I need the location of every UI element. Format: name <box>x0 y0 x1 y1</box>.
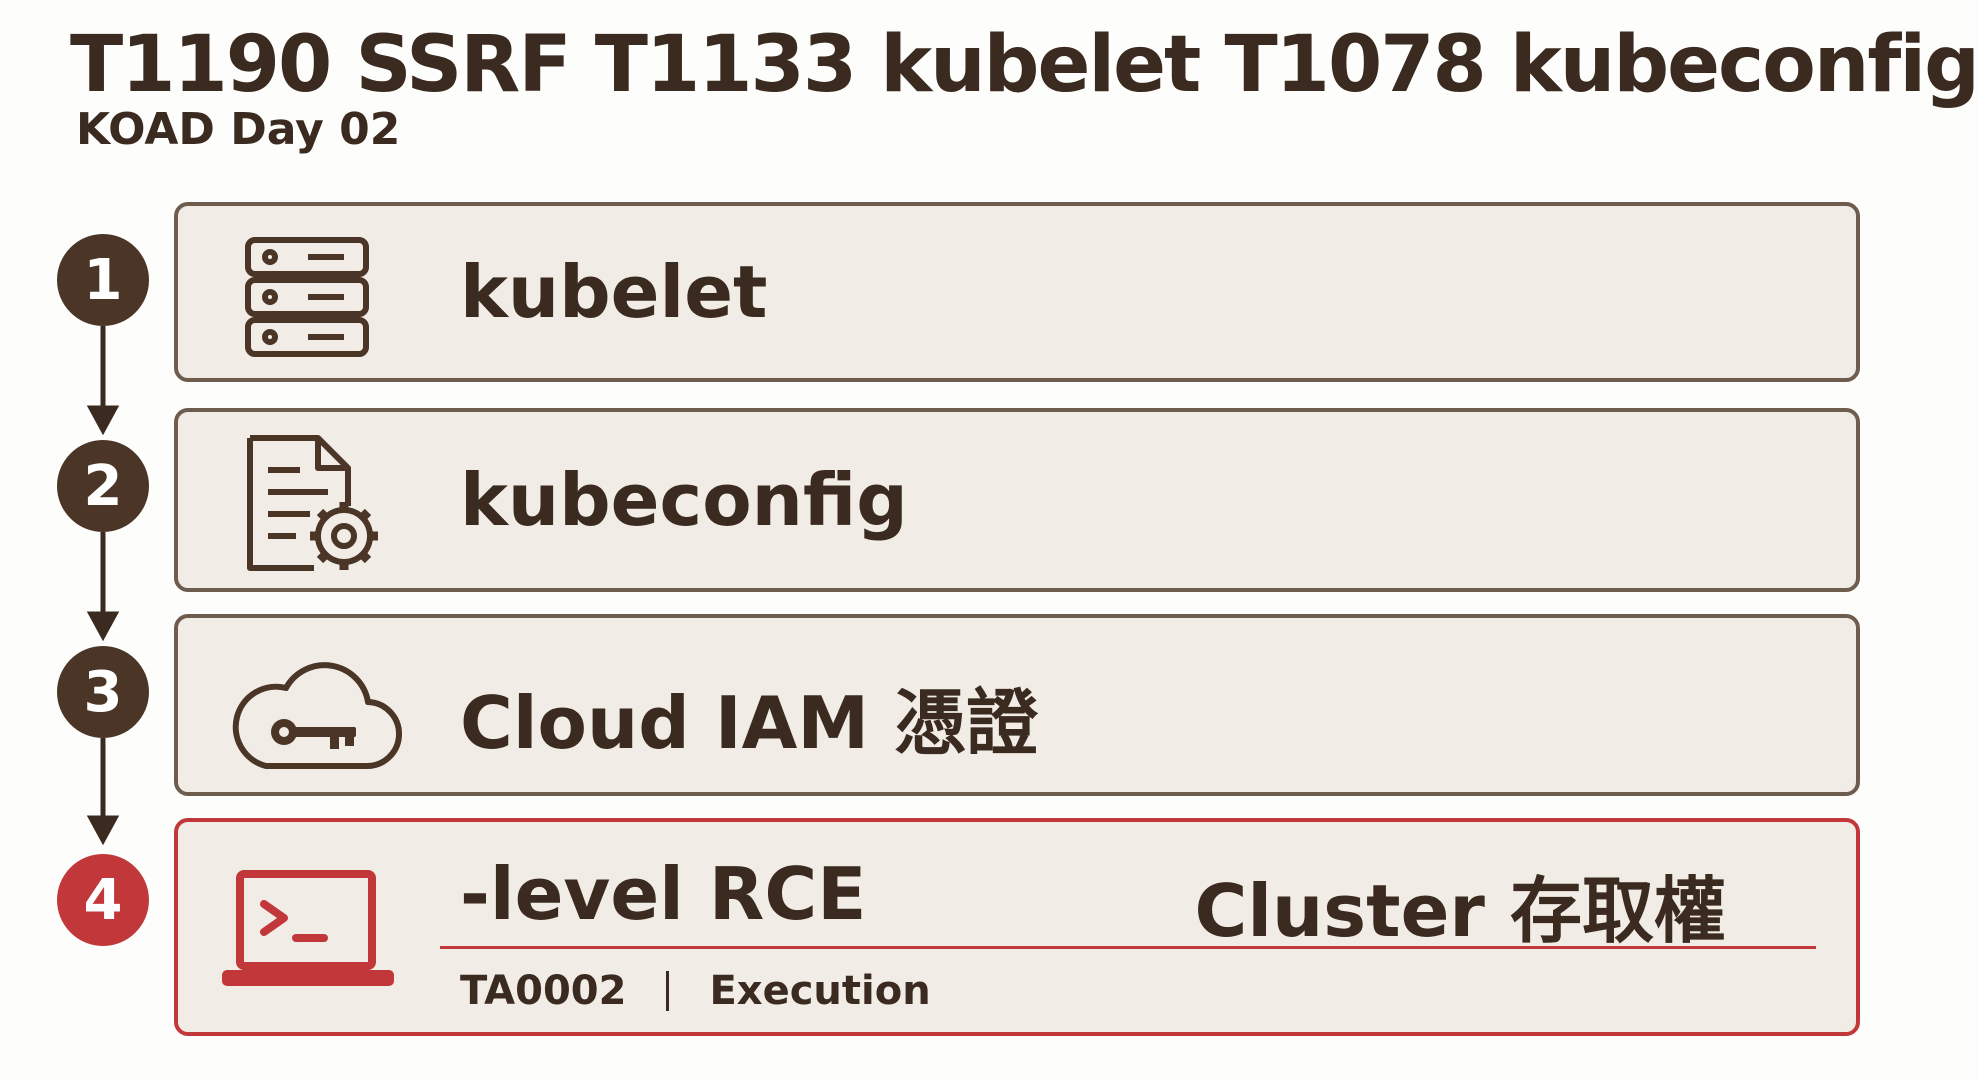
step-4-label: -level RCE <box>460 852 867 936</box>
connector-2-3-arrowhead <box>86 611 120 642</box>
step-4-tags: TA0002 Execution <box>460 968 931 1014</box>
connector-1-2-arrowhead <box>86 405 120 436</box>
step-1-label: kubelet <box>460 250 768 334</box>
server-rack-icon <box>245 237 369 357</box>
cloud-key-icon <box>232 662 402 770</box>
connector-3-4-arrowhead <box>86 815 120 846</box>
page-title: T1190 SSRF T1133 kubelet T1078 kubeconfi… <box>70 20 1978 110</box>
step-2-label: kubeconfig <box>460 458 908 542</box>
tactic-id-tag: TA0002 <box>460 968 627 1014</box>
step-1-badge: 1 <box>57 234 149 326</box>
step-4-right-label: Cluster 存取權 <box>1194 869 1726 953</box>
config-file-gear-icon <box>247 435 378 571</box>
step-4-badge: 4 <box>57 854 149 946</box>
step-connectors <box>86 326 120 846</box>
step-1-card: kubelet <box>174 202 1860 382</box>
page-subtitle: KOAD Day 02 <box>76 104 401 155</box>
step-3-card: Cloud IAM 憑證 <box>174 614 1860 796</box>
laptop-terminal-icon <box>222 870 394 986</box>
slide: T1190 SSRF T1133 kubelet T1078 kubeconfi… <box>57 20 1978 1036</box>
tag-separator <box>666 971 670 1011</box>
step-2-badge: 2 <box>57 440 149 532</box>
step-2-card: kubeconfig <box>174 408 1860 592</box>
step-4-divider <box>440 946 1816 949</box>
step-3-label: Cloud IAM 憑證 <box>460 681 1039 765</box>
step-3-badge: 3 <box>57 646 149 738</box>
tactic-name-tag: Execution <box>709 968 931 1014</box>
step-4-card: -level RCE Cluster 存取權 TA0002 Execution <box>174 818 1860 1036</box>
